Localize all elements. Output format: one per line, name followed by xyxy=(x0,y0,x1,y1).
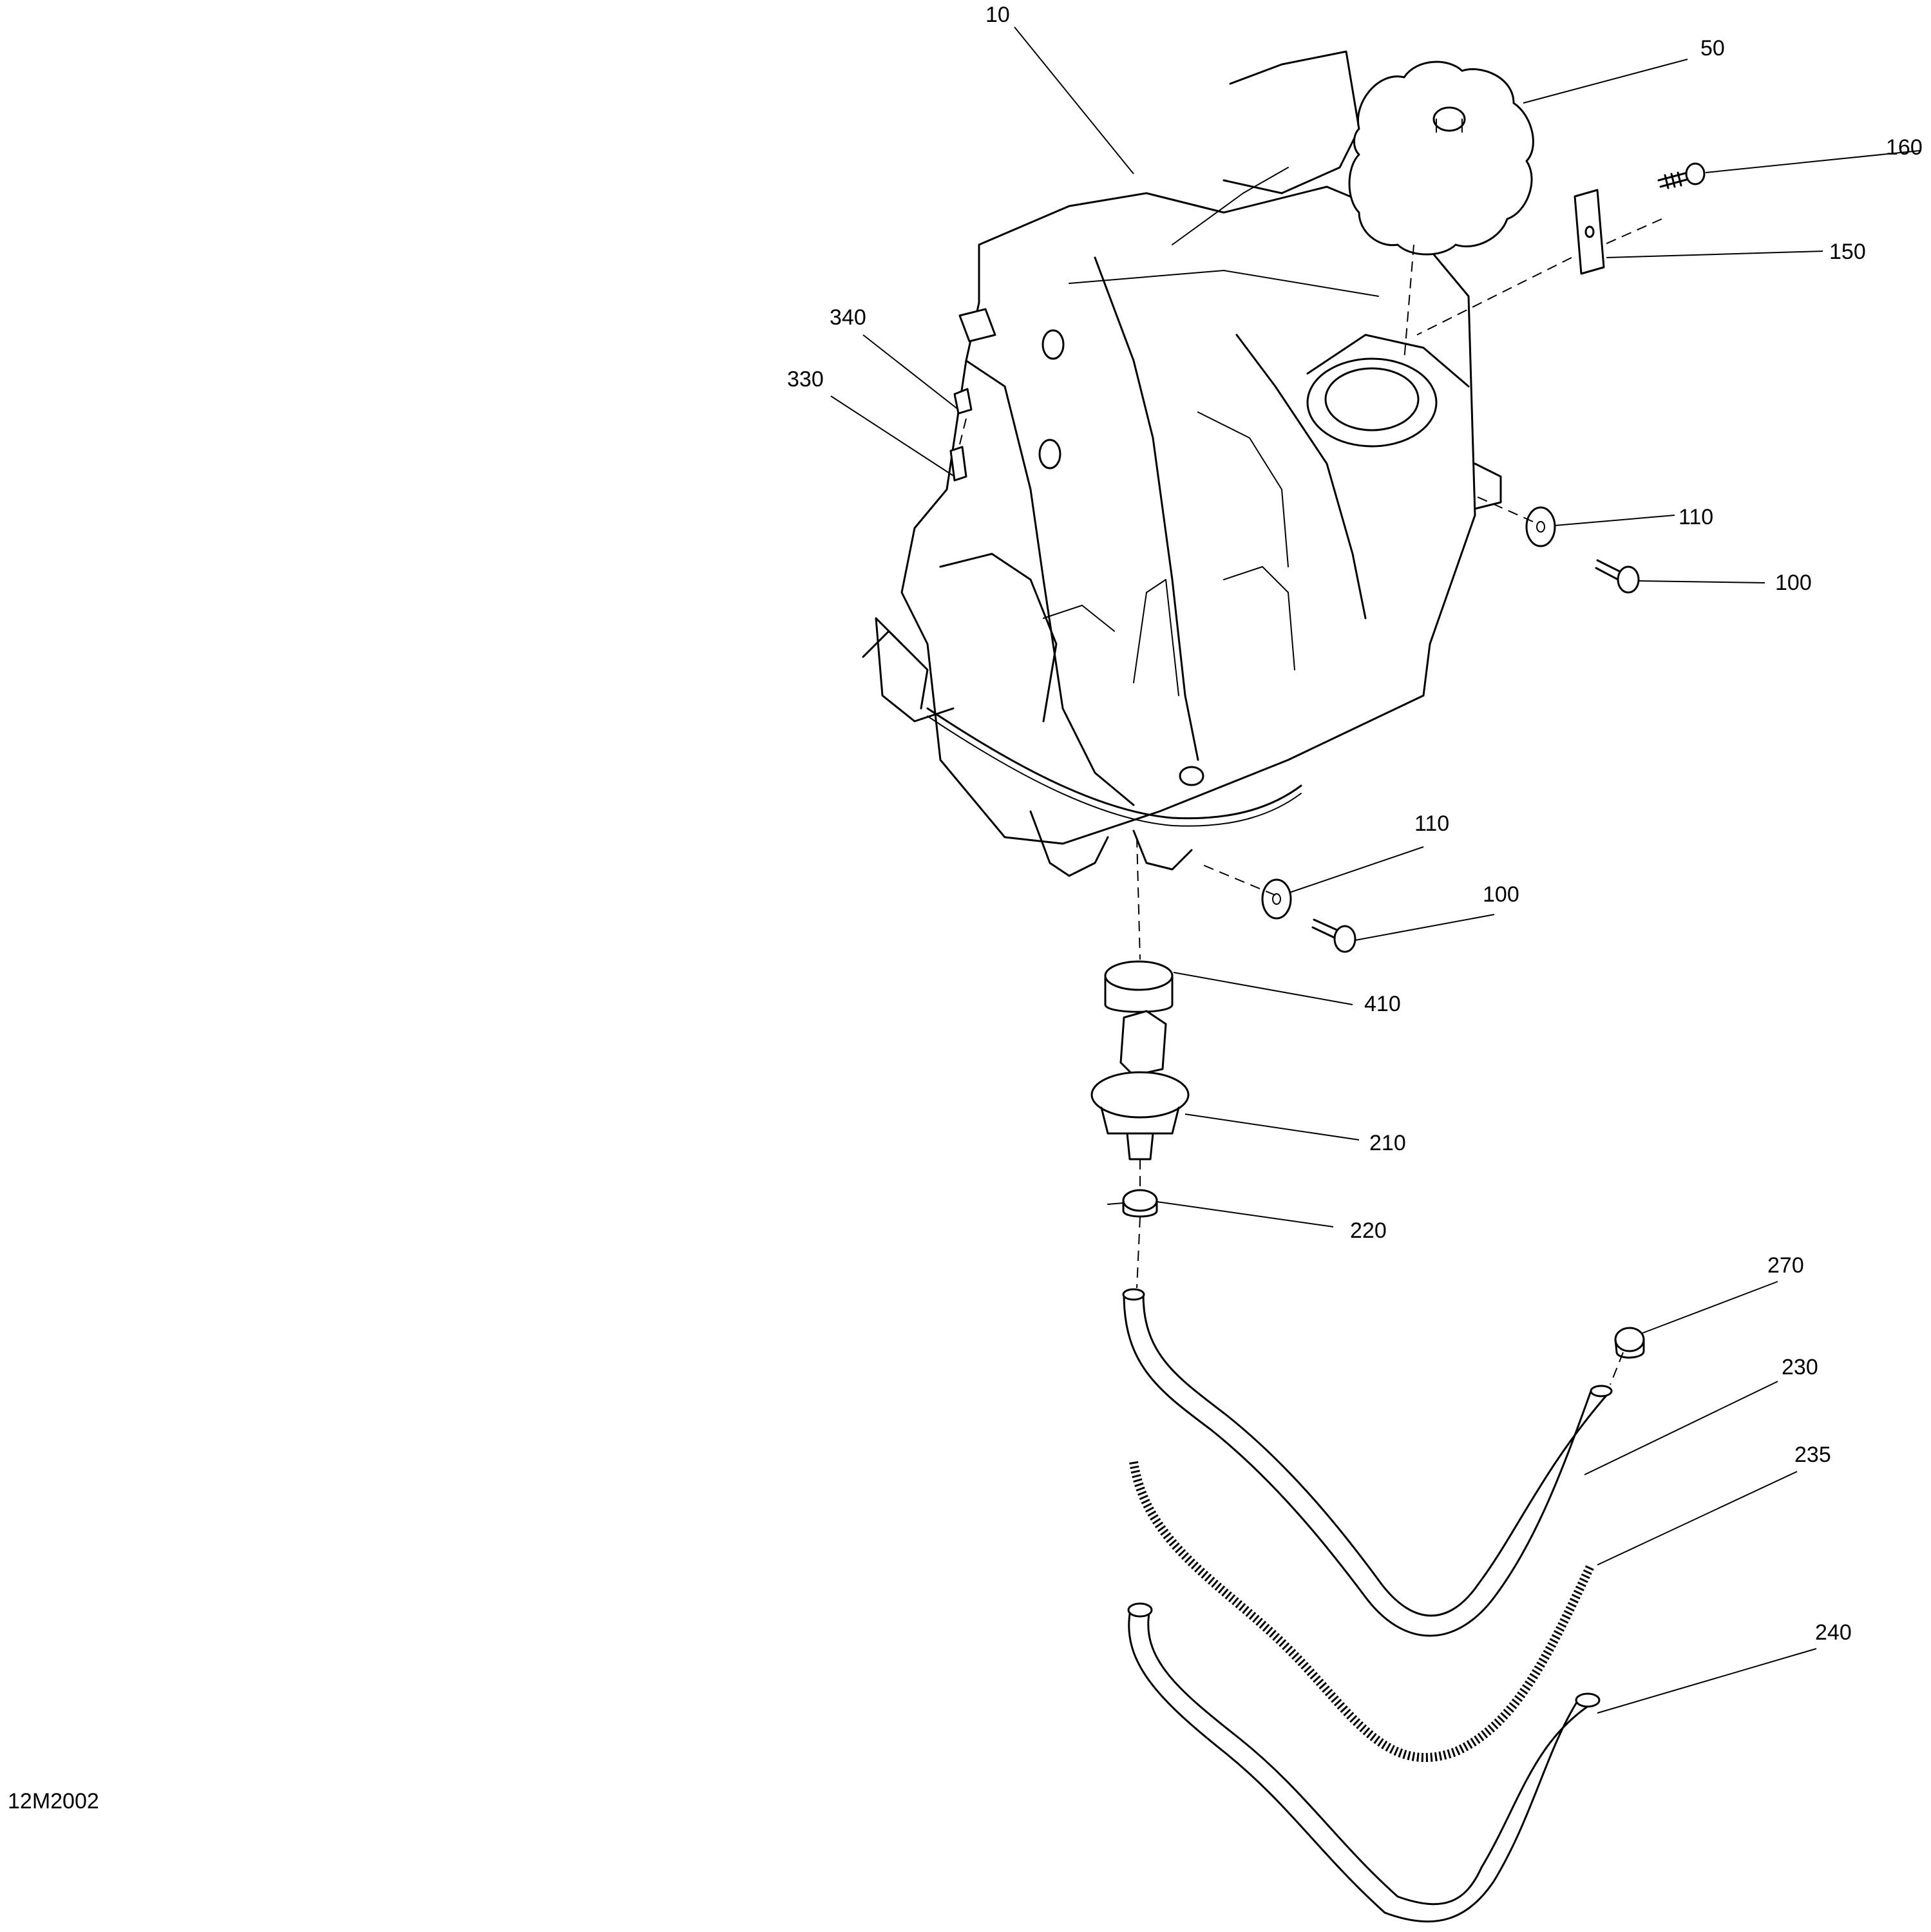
spring-guard-235 xyxy=(1129,1461,1595,1763)
callout-240: 240 xyxy=(1815,1620,1852,1645)
leader-lines xyxy=(830,26,1920,1714)
callout-270: 270 xyxy=(1767,1253,1804,1278)
figure-id: 12M2002 xyxy=(8,1789,99,1814)
washer-110-lower xyxy=(1261,878,1292,920)
callout-230: 230 xyxy=(1782,1355,1818,1379)
callout-100-lower: 100 xyxy=(1483,882,1519,907)
callout-330: 330 xyxy=(787,367,824,392)
callout-340: 340 xyxy=(830,305,866,330)
callout-50: 50 xyxy=(1700,36,1725,61)
washer-110-upper xyxy=(1525,506,1556,547)
fuel-hose-230 xyxy=(1122,1288,1613,1637)
callout-150: 150 xyxy=(1829,240,1866,264)
callout-410: 410 xyxy=(1364,992,1401,1016)
nut-plate-150 xyxy=(1574,189,1605,275)
bolt-100-upper xyxy=(1595,559,1640,594)
assembly-lines xyxy=(959,218,1662,1385)
fuel-tank xyxy=(862,50,1502,877)
fitting-330 xyxy=(949,446,967,482)
callout-110-lower: 110 xyxy=(1414,811,1449,836)
callout-160: 160 xyxy=(1886,135,1923,160)
vent-fitting-top xyxy=(958,308,996,343)
callout-100-upper: 100 xyxy=(1775,571,1812,595)
hose-clamp-270 xyxy=(1614,1327,1645,1359)
hose-clamp-220 xyxy=(1107,1189,1158,1218)
bolt-100-lower xyxy=(1311,918,1356,953)
screw-160 xyxy=(1657,162,1706,189)
callout-210: 210 xyxy=(1369,1131,1406,1155)
fuel-hose-240 xyxy=(1127,1602,1601,1923)
fuel-cap xyxy=(1348,61,1534,256)
callout-labels: 10 50 160 150 340 330 110 100 110 100 41… xyxy=(787,3,1923,1645)
clamp-ring-410 xyxy=(1104,960,1174,1013)
fitting-340 xyxy=(953,388,973,415)
fuel-pump-210 xyxy=(1090,1010,1190,1160)
callout-220: 220 xyxy=(1350,1218,1387,1243)
callout-235: 235 xyxy=(1794,1443,1831,1467)
callout-10: 10 xyxy=(985,3,1010,27)
callout-110-upper: 110 xyxy=(1679,505,1713,529)
